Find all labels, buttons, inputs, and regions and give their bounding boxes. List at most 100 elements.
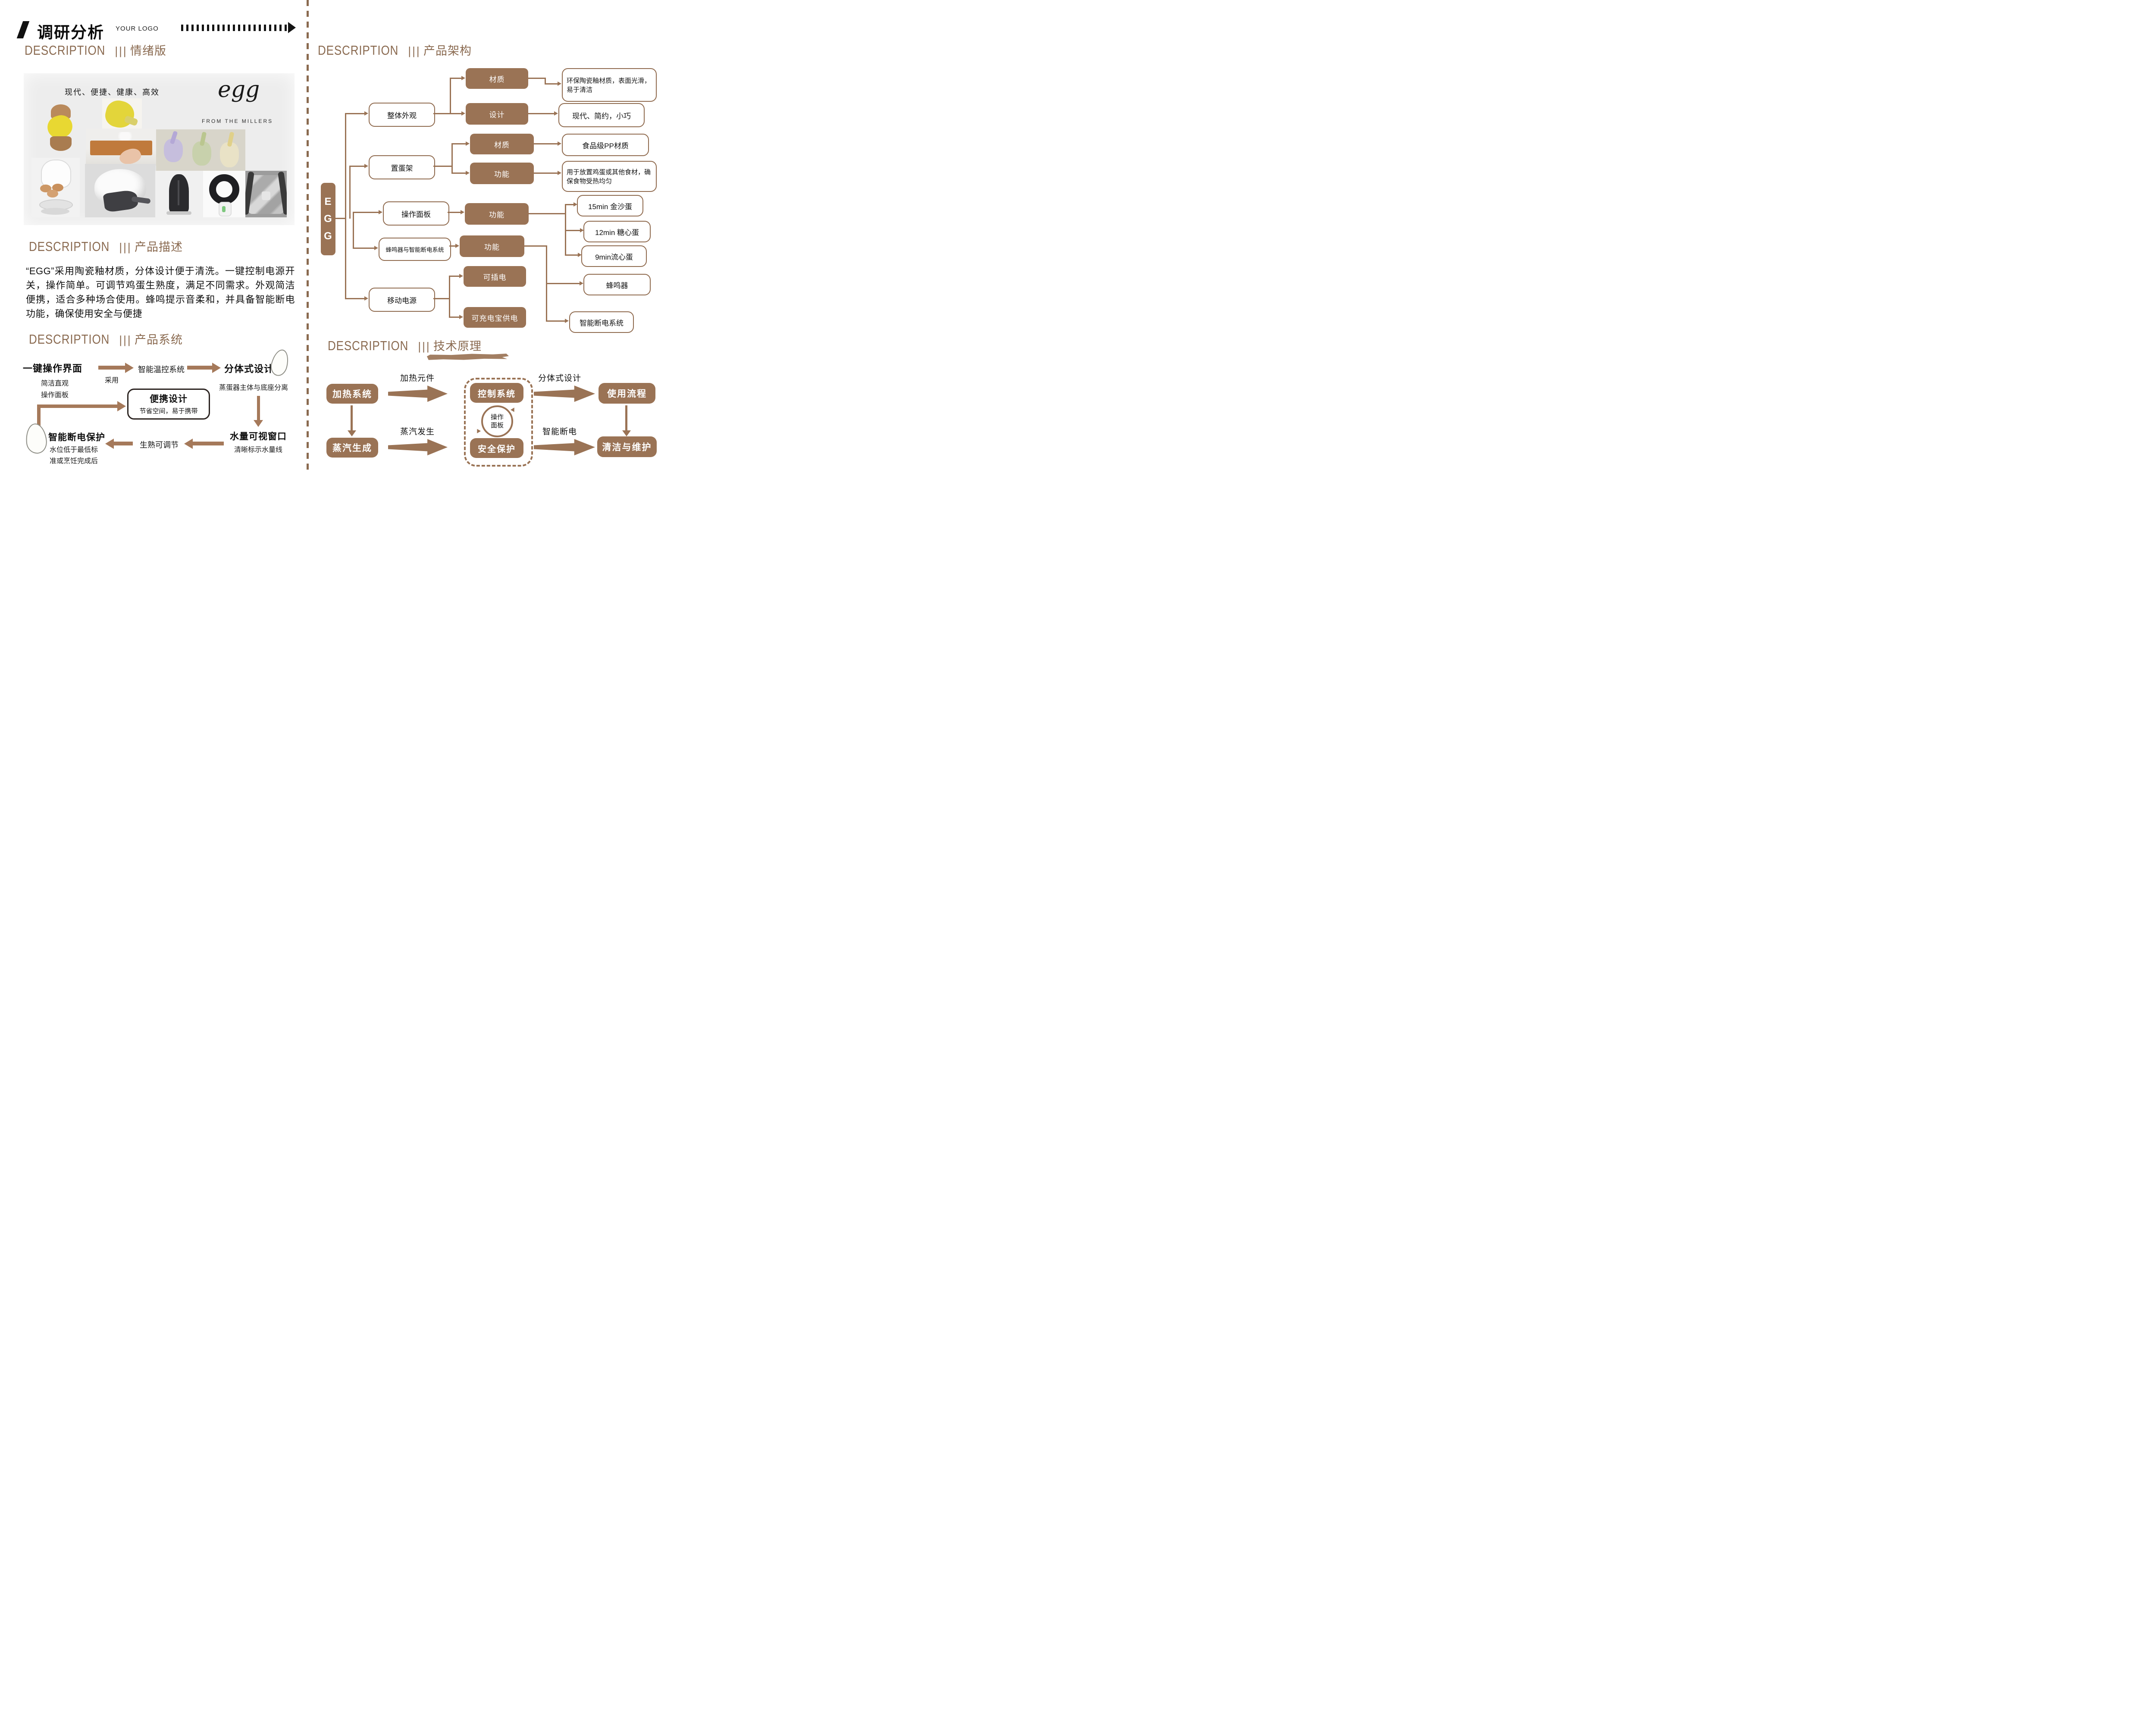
connector-arrow-icon	[364, 296, 368, 301]
connector	[545, 83, 558, 85]
research-analysis-poster: 调研分析 YOUR LOGO DESCRIPTION ||| 情绪版 现代、便捷…	[0, 0, 664, 470]
section-title-en: DESCRIPTION	[318, 43, 399, 58]
section-title-tech: DESCRIPTION ||| 技术原理	[328, 337, 482, 354]
section-title-architecture: DESCRIPTION ||| 产品架构	[318, 41, 472, 58]
connector	[433, 166, 451, 167]
tree-node-material-2: 材质	[470, 134, 534, 154]
connector	[349, 166, 351, 219]
photo-black-tower-appliance	[155, 171, 204, 217]
portable-title: 便携设计	[150, 394, 188, 404]
arrow-right-icon	[125, 363, 134, 373]
connector	[534, 172, 559, 174]
connector-arrow-icon	[466, 171, 470, 175]
connector-arrow-icon	[364, 111, 368, 116]
connector	[451, 144, 453, 166]
connector-arrow-icon	[565, 319, 569, 323]
connector-arrow-icon	[558, 141, 561, 146]
connector-arrow-icon	[466, 141, 470, 146]
logo-text: YOUR LOGO	[116, 25, 159, 32]
connector-arrow-icon	[580, 281, 583, 285]
photo-gray-insulated-bag	[245, 171, 287, 217]
section-title-zh: 产品架构	[423, 44, 472, 57]
connector	[345, 114, 346, 219]
section-title-zh: 产品描述	[135, 241, 183, 254]
arrow-left-icon	[184, 439, 193, 449]
arrow-shaft	[193, 442, 224, 445]
connector	[565, 254, 579, 256]
connector	[450, 78, 451, 114]
root-letter: G	[324, 213, 332, 225]
section-title-en: DESCRIPTION	[29, 332, 110, 347]
connector	[529, 213, 565, 214]
egg-outline-icon	[24, 422, 48, 455]
connector	[449, 245, 456, 247]
arrow-shaft	[114, 442, 133, 445]
connector	[546, 320, 566, 322]
root-letter: E	[324, 196, 332, 207]
tech-node-safety-protection: 安全保护	[470, 438, 523, 458]
connector	[450, 113, 463, 114]
portable-design-box: 便携设计 节省空间，易于携带	[127, 389, 210, 420]
one-key-sub1: 简洁直观	[41, 380, 69, 387]
connector-arrow-icon	[461, 76, 465, 80]
tech-label-steam-generated: 蒸汽发生	[400, 427, 435, 436]
tech-node-control-system: 控制系统	[470, 383, 523, 403]
tree-node-egg-rack: 置蛋架	[369, 155, 435, 179]
tree-node-buzzer-cutoff-system: 蜂鸣器与智能断电系统	[379, 238, 451, 261]
section-title-zh: 技术原理	[433, 340, 482, 353]
connector	[528, 113, 555, 114]
big-arrow-right-icon	[534, 439, 595, 455]
connector	[335, 218, 346, 219]
connector	[433, 298, 449, 299]
one-key-sub2: 操作面板	[41, 392, 69, 399]
tree-node-mobile-power: 移动电源	[369, 288, 435, 312]
photo-yellow-egg-device-closeup	[102, 98, 142, 130]
tree-leaf-holds-eggs: 用于放置鸡蛋或其他食材，确保食物受热均匀	[562, 161, 657, 192]
connector-arrow-icon	[578, 253, 582, 257]
connector	[450, 78, 462, 79]
tree-leaf-buzzer: 蜂鸣器	[583, 274, 651, 295]
connector-arrow-icon	[461, 111, 465, 116]
section-title-bars: |||	[115, 44, 128, 57]
arrow-shaft	[625, 405, 627, 431]
connector	[449, 299, 450, 317]
window-sub: 清晰标示水量线	[234, 446, 283, 454]
brand-subtitle: FROM THE MILLERS	[202, 118, 273, 124]
connector	[345, 219, 346, 299]
tech-node-heating-system: 加热系统	[326, 384, 378, 404]
brush-underline	[427, 353, 509, 361]
section-title-zh: 情绪版	[130, 44, 167, 57]
section-title-en: DESCRIPTION	[328, 338, 409, 353]
tree-node-pluggable: 可插电	[464, 266, 526, 287]
connector	[353, 212, 379, 213]
arrow-label-adopt: 采用	[105, 377, 119, 384]
tree-node-control-panel: 操作面板	[383, 201, 449, 226]
cycle-operation-panel: 操作 面板	[481, 405, 513, 437]
root-letter: G	[324, 230, 332, 242]
tech-node-clean-maintain: 清洁与维护	[597, 436, 657, 457]
cycle-text-1: 操作	[490, 413, 504, 421]
connector-arrow-icon	[455, 244, 459, 248]
connector	[353, 219, 354, 248]
node-one-key-ui: 一键操作界面	[23, 363, 83, 374]
connector	[345, 113, 365, 114]
connector	[451, 143, 467, 144]
big-arrow-right-icon	[388, 386, 448, 402]
control-safety-dashed-container	[464, 378, 533, 467]
connector	[565, 204, 574, 205]
arrow-left-icon	[105, 439, 114, 449]
connector	[451, 172, 467, 174]
arrow-shaft	[98, 366, 125, 370]
arrow-right-icon	[212, 363, 221, 373]
section-title-en: DESCRIPTION	[25, 43, 106, 58]
node-water-window: 水量可视窗口	[230, 432, 287, 442]
connector	[349, 166, 365, 167]
connector-arrow-icon	[459, 274, 463, 278]
split-sub: 蒸蛋器主体与底座分离	[219, 384, 288, 392]
dotted-arrow-line	[181, 25, 288, 31]
connector	[451, 166, 453, 173]
node-split-design: 分体式设计	[224, 364, 274, 374]
photo-white-dome-appliance	[85, 164, 156, 217]
section-title-bars: |||	[119, 333, 132, 346]
tree-leaf-9min: 9min流心蛋	[581, 245, 647, 267]
